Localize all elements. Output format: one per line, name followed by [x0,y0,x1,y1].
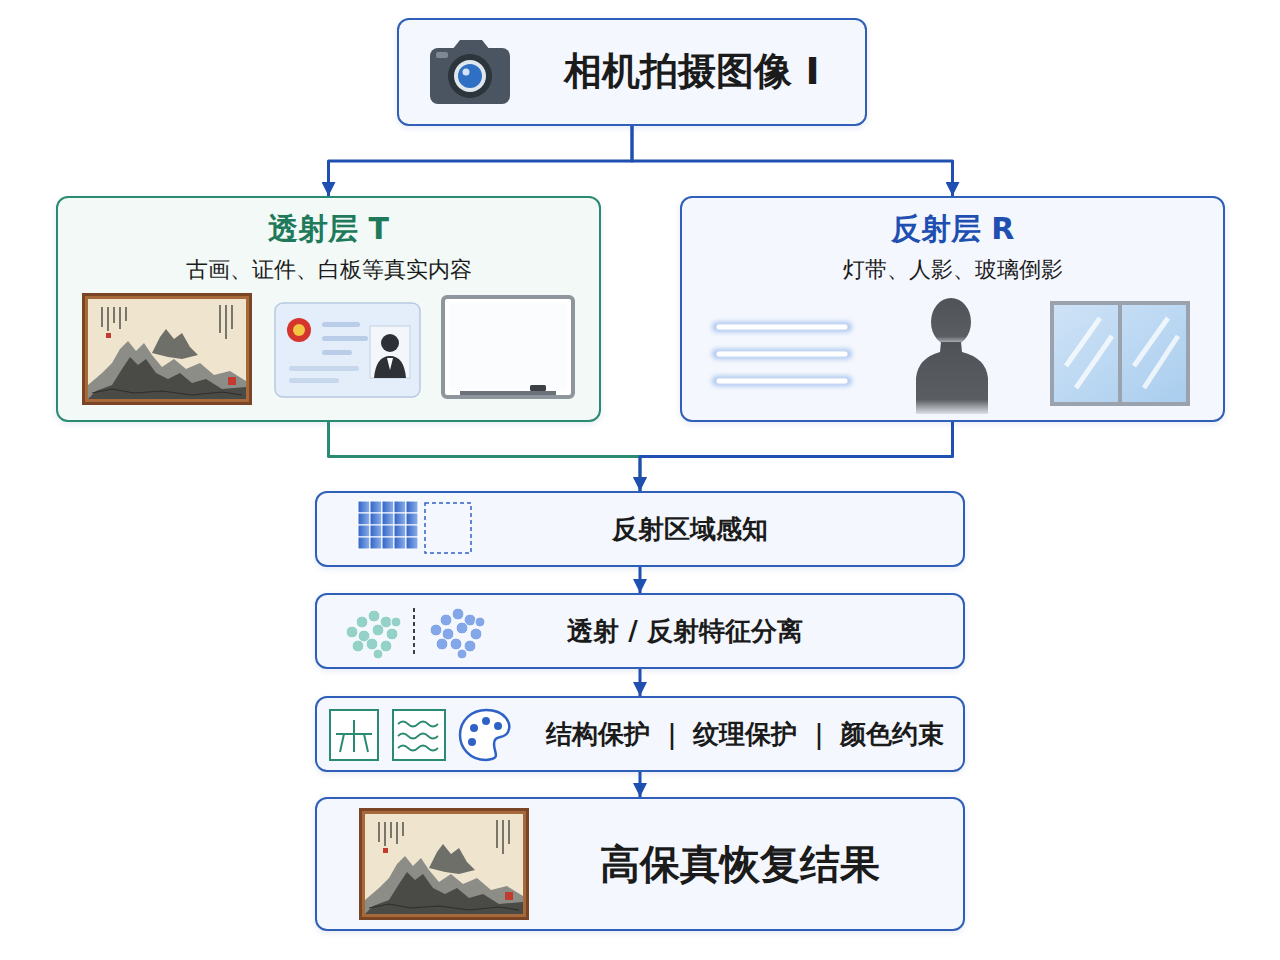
flow-arrow [329,126,633,196]
window-illustration [1052,303,1188,404]
box-heading: 高保真恢复结果 [600,839,880,889]
id-card-illustration [275,303,420,397]
whiteboard-illustration [443,297,573,397]
feature-cluster-icon [346,608,485,659]
process-box: 结构保护 ｜ 纹理保护 ｜ 颜色约束 [315,696,965,772]
process-box: 相机拍摄图像 I [397,18,867,126]
box-heading: 反射层 R [891,210,1015,248]
box-description: 灯带、人影、玻璃倒影 [843,256,1063,284]
result-painting-illustration [359,808,529,920]
light-strip-illustration [712,322,852,386]
flow-arrow [329,422,641,491]
region-grid-icon [358,501,471,553]
palette-icon [460,710,509,760]
process-box: 透射层 T 古画、证件、白板等真实内容 [56,196,601,422]
flow-arrow [640,422,953,491]
camera-icon [430,40,510,104]
box-description: 古画、证件、白板等真实内容 [186,256,472,284]
box-heading: 反射区域感知 [612,513,768,546]
flow-arrow [639,772,642,797]
process-box: 反射区域感知 [315,491,965,567]
process-box: 反射层 R 灯带、人影、玻璃倒影 [680,196,1225,422]
painting-illustration [82,293,252,405]
texture-icon [393,710,445,760]
process-box: 高保真恢复结果 [315,797,965,931]
flow-arrow [639,567,642,593]
flow-arrow [632,126,953,196]
box-heading: 结构保护 ｜ 纹理保护 ｜ 颜色约束 [546,718,944,751]
box-heading: 相机拍摄图像 I [564,48,819,96]
structure-icon [330,710,378,760]
person-silhouette [916,298,988,414]
box-heading: 透射层 T [268,210,389,248]
flow-arrow [639,669,642,696]
process-box: 透射 / 反射特征分离 [315,593,965,669]
box-heading: 透射 / 反射特征分离 [567,615,803,648]
